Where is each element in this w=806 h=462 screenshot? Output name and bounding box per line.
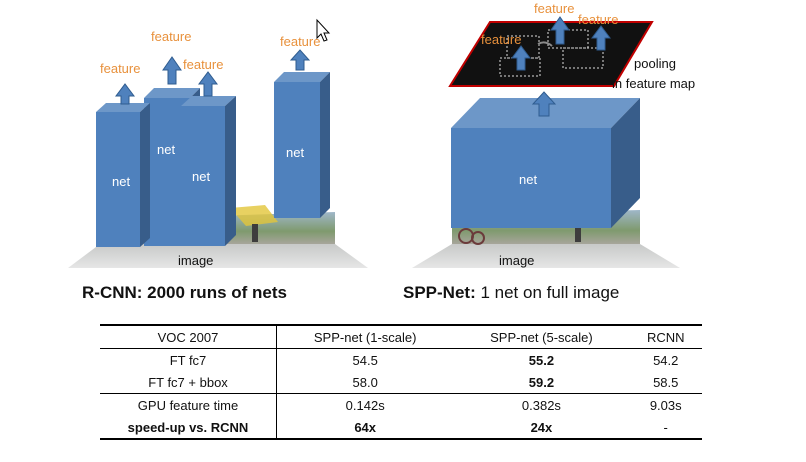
table-header-cell: VOC 2007 — [100, 324, 277, 349]
row-label: speed-up vs. RCNN — [100, 416, 277, 440]
rcnn-net-label-2: net — [157, 142, 175, 157]
rcnn-net-box-2 — [96, 103, 150, 247]
table-row: speed-up vs. RCNN 64x 24x - — [100, 416, 702, 440]
pooling-label-line1: pooling — [634, 56, 676, 71]
up-arrow-icon — [162, 56, 182, 85]
table-cell: 24x — [453, 416, 630, 440]
up-arrow-icon — [289, 49, 311, 71]
rcnn-feature-label-4: feature — [280, 34, 320, 49]
table-header-row: VOC 2007 SPP-net (1-scale) SPP-net (5-sc… — [100, 324, 702, 349]
sppnet-diagram: feature feature feature pooling in featu… — [412, 1, 695, 268]
table-cell: 59.2 — [528, 374, 555, 390]
rcnn-feature-arrows — [115, 49, 311, 105]
table-cell: 58.5 — [653, 374, 679, 390]
table-cell: - — [629, 416, 702, 440]
pooling-label-line2: in feature map — [612, 76, 695, 91]
sppnet-caption-rest: 1 net on full image — [475, 283, 620, 302]
sppnet-net-box — [451, 98, 640, 228]
up-arrow-icon — [591, 25, 611, 51]
table-header-cell: SPP-net (1-scale) — [276, 324, 454, 349]
mouse-cursor-icon — [316, 18, 331, 42]
table-cell: 54.5 — [352, 352, 378, 368]
sppnet-image-label: image — [499, 253, 534, 268]
rcnn-image-label: image — [178, 253, 213, 268]
up-arrow-icon — [115, 83, 135, 105]
rcnn-net-label-3: net — [192, 169, 210, 184]
sppnet-feature-label-1: feature — [481, 32, 521, 47]
table-cell: 55.2 — [528, 352, 555, 368]
table-cell: 0.382s — [453, 393, 630, 416]
rcnn-net-label-4: net — [286, 145, 304, 160]
up-arrow-icon — [198, 71, 218, 97]
rcnn-net-box-4 — [274, 72, 330, 218]
table-row: GPU feature time 0.142s 0.382s 9.03s — [100, 393, 702, 416]
rcnn-caption-text: R-CNN: 2000 runs of nets — [82, 283, 287, 302]
table-row: FT fc7 + bbox 58.0 59.2 58.5 — [100, 371, 702, 394]
rcnn-feature-label-1: feature — [100, 61, 140, 76]
table-row: FT fc7 54.5 55.2 54.2 — [100, 348, 702, 371]
table-cell: 64x — [276, 416, 454, 440]
sppnet-feature-arrows — [511, 16, 611, 71]
results-table: VOC 2007 SPP-net (1-scale) SPP-net (5-sc… — [100, 324, 702, 440]
sppnet-caption-bold: SPP-Net: — [403, 283, 476, 302]
table-cell: 9.03s — [629, 393, 702, 416]
row-label: FT fc7 + bbox — [100, 371, 277, 394]
rcnn-caption: R-CNN: 2000 runs of nets — [82, 283, 287, 303]
sppnet-feature-label-3: feature — [578, 12, 618, 27]
table-cell: 58.0 — [352, 374, 378, 390]
sppnet-feature-label-2: feature — [534, 1, 574, 16]
table-header-cell: RCNN — [629, 324, 702, 349]
table-cell: 54.2 — [653, 352, 679, 368]
table-cell: 0.142s — [276, 393, 454, 416]
row-label: GPU feature time — [100, 393, 277, 416]
rcnn-feature-label-3: feature — [183, 57, 223, 72]
up-arrow-icon — [511, 45, 531, 71]
sppnet-net-label: net — [519, 172, 537, 187]
row-label: FT fc7 — [100, 348, 277, 371]
rcnn-feature-label-2: feature — [151, 29, 191, 44]
up-arrow-icon — [531, 91, 557, 117]
up-arrow-icon — [550, 16, 570, 45]
rcnn-net-box-3 — [181, 96, 236, 246]
rcnn-diagram: net net net net feature feature feature … — [68, 29, 368, 268]
sppnet-caption: SPP-Net: 1 net on full image — [403, 283, 619, 303]
table-header-cell: SPP-net (5-scale) — [453, 324, 630, 349]
rcnn-net-label-1: net — [112, 174, 130, 189]
